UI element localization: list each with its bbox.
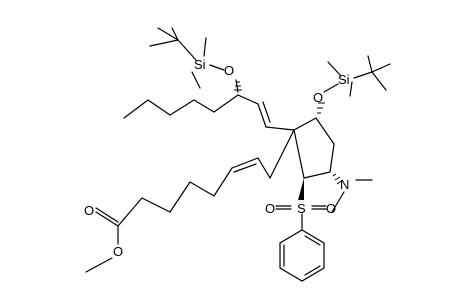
tbs-group-left <box>149 27 225 89</box>
dimethylamino-group <box>331 173 373 213</box>
atom-o-sulfonyl-right: O <box>326 201 336 216</box>
sulfonyl-group <box>275 178 327 231</box>
atom-o-left: O <box>224 63 234 78</box>
atom-o-right: O <box>313 90 323 105</box>
ester-chain <box>85 129 295 273</box>
atom-si-right: Si <box>338 72 350 87</box>
cyclopentane-ring <box>293 117 335 179</box>
atom-o-carbonyl: O <box>84 203 94 218</box>
tbs-group-right <box>317 55 391 114</box>
atom-o-sulfonyl-left: O <box>265 201 275 216</box>
atom-n-amine: N <box>340 177 349 192</box>
atom-s-sulfonyl: S <box>297 201 306 216</box>
phenyl-ring <box>279 229 325 282</box>
atom-si-left: Si <box>194 57 206 72</box>
atom-o-ester: O <box>113 244 123 259</box>
lower-side-chain <box>123 79 295 131</box>
